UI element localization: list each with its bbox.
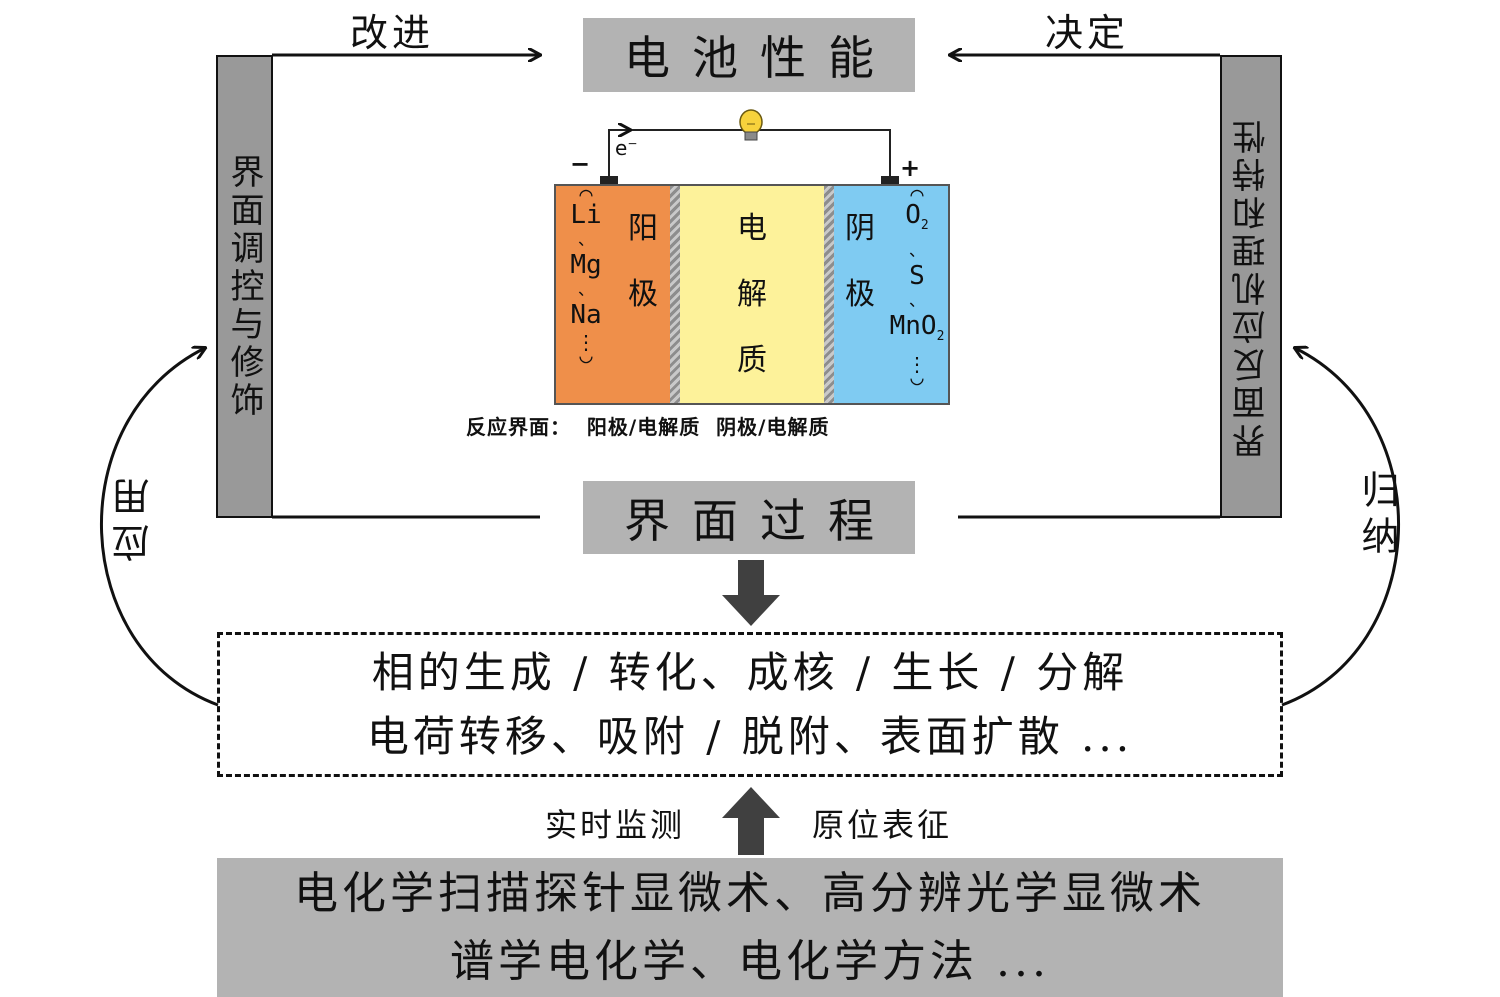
left-frame-lines xyxy=(272,55,540,519)
summarize-label: 归纳 xyxy=(1355,470,1399,562)
interface-process-title: 界面过程 xyxy=(624,493,896,548)
anode-separator xyxy=(670,186,680,403)
right-frame-lines xyxy=(950,55,1220,519)
anode-materials: ⌒ Li 、 Mg 、 Na ⋮ ⌒ xyxy=(556,184,616,403)
anode-material-mg: Mg xyxy=(570,250,602,280)
cathode-terminal xyxy=(881,176,899,185)
cathode-label: 阴 极 xyxy=(834,186,886,403)
anode-material-na: Na xyxy=(570,300,602,330)
cathode-materials: ⌒ O2 、 S 、 MnO2 ⋮ ⌒ xyxy=(886,184,948,403)
anode-label: 阳 极 xyxy=(616,186,670,403)
realtime-monitoring-label: 实时监测 xyxy=(545,806,686,844)
electrolyte-char-2: 解 xyxy=(737,277,767,312)
battery-performance-title: 电池性能 xyxy=(624,31,896,85)
cathode-region: 阴 极 ⌒ O2 、 S 、 MnO2 ⋮ ⌒ xyxy=(834,184,948,403)
anode-sep-2: 、 xyxy=(577,280,594,299)
left-vertical-bar: 界面调控与修饰 xyxy=(216,55,273,518)
cathode-material-o2: O2 xyxy=(905,200,929,234)
electron-symbol: e xyxy=(615,136,628,160)
anode-material-li: Li xyxy=(570,200,602,230)
down-block-arrow xyxy=(722,560,780,626)
cathode-dots: ⋮ xyxy=(907,352,927,377)
up-block-arrow xyxy=(722,787,780,855)
plus-sign: + xyxy=(900,154,921,182)
determine-label: 决定 xyxy=(1045,11,1130,55)
electrolyte-char-3: 质 xyxy=(737,343,767,378)
techniques-line-2: 谱学电化学、电化学方法 ... xyxy=(450,935,1050,987)
electrolyte-char-1: 电 xyxy=(737,211,767,246)
interface-process-box: 界面过程 xyxy=(583,481,915,554)
process-box: 相的生成 / 转化、成核 / 生长 / 分解 电荷转移、吸附 / 脱附、表面扩散… xyxy=(217,632,1283,777)
reaction-interface-caption: 反应界面： 阳极/电解质 阴极/电解质 xyxy=(466,415,830,439)
in-situ-characterization-label: 原位表征 xyxy=(812,806,953,844)
techniques-line-1: 电化学扫描探针显微术、高分辨光学显微术 xyxy=(294,867,1206,919)
techniques-box: 电化学扫描探针显微术、高分辨光学显微术 谱学电化学、电化学方法 ... xyxy=(217,858,1283,997)
interface-control-text: 界面调控与修饰 xyxy=(224,153,264,420)
cathode-sep-2: 、 xyxy=(908,291,925,311)
left-curved-arrow xyxy=(100,348,219,707)
anode-sep-1: 、 xyxy=(577,230,594,249)
interface-mechanism-text: 界面反应机理和特性 xyxy=(1231,115,1272,458)
process-line-1: 相的生成 / 转化、成核 / 生长 / 分解 xyxy=(371,647,1129,697)
electrolyte-label: 电 解 质 xyxy=(737,186,767,403)
right-vertical-bar: 界面反应机理和特性 xyxy=(1220,55,1282,518)
right-curved-arrow xyxy=(1281,348,1400,707)
process-line-2: 电荷转移、吸附 / 脱附、表面扩散 ... xyxy=(366,711,1134,761)
apply-label: 应用 xyxy=(112,470,156,562)
electron-label: e− xyxy=(615,136,637,160)
anode-label-char-1: 阳 xyxy=(628,211,658,246)
cathode-material-s: S xyxy=(909,261,925,292)
minus-sign: − xyxy=(570,150,591,178)
cathode-label-char-2: 极 xyxy=(845,277,875,312)
light-bulb-icon xyxy=(739,109,763,141)
cathode-sep-1: 、 xyxy=(908,241,925,261)
electrolyte-region: 电 解 质 xyxy=(680,186,824,403)
anode-dots: ⋮ xyxy=(576,330,596,354)
battery-performance-box: 电池性能 xyxy=(583,18,915,92)
anode-terminal xyxy=(600,176,618,185)
anode-region: ⌒ Li 、 Mg 、 Na ⋮ ⌒ 阳 极 xyxy=(556,184,670,403)
improve-label: 改进 xyxy=(350,11,435,55)
cathode-label-char-1: 阴 xyxy=(845,211,875,246)
cathode-material-mno2: MnO2 xyxy=(889,311,945,345)
anode-label-char-2: 极 xyxy=(628,277,658,312)
battery-cell: ⌒ Li 、 Mg 、 Na ⋮ ⌒ 阳 极 电 解 质 阴 极 ⌒ xyxy=(554,184,950,405)
electron-charge: − xyxy=(627,136,638,151)
cathode-separator xyxy=(824,186,834,403)
